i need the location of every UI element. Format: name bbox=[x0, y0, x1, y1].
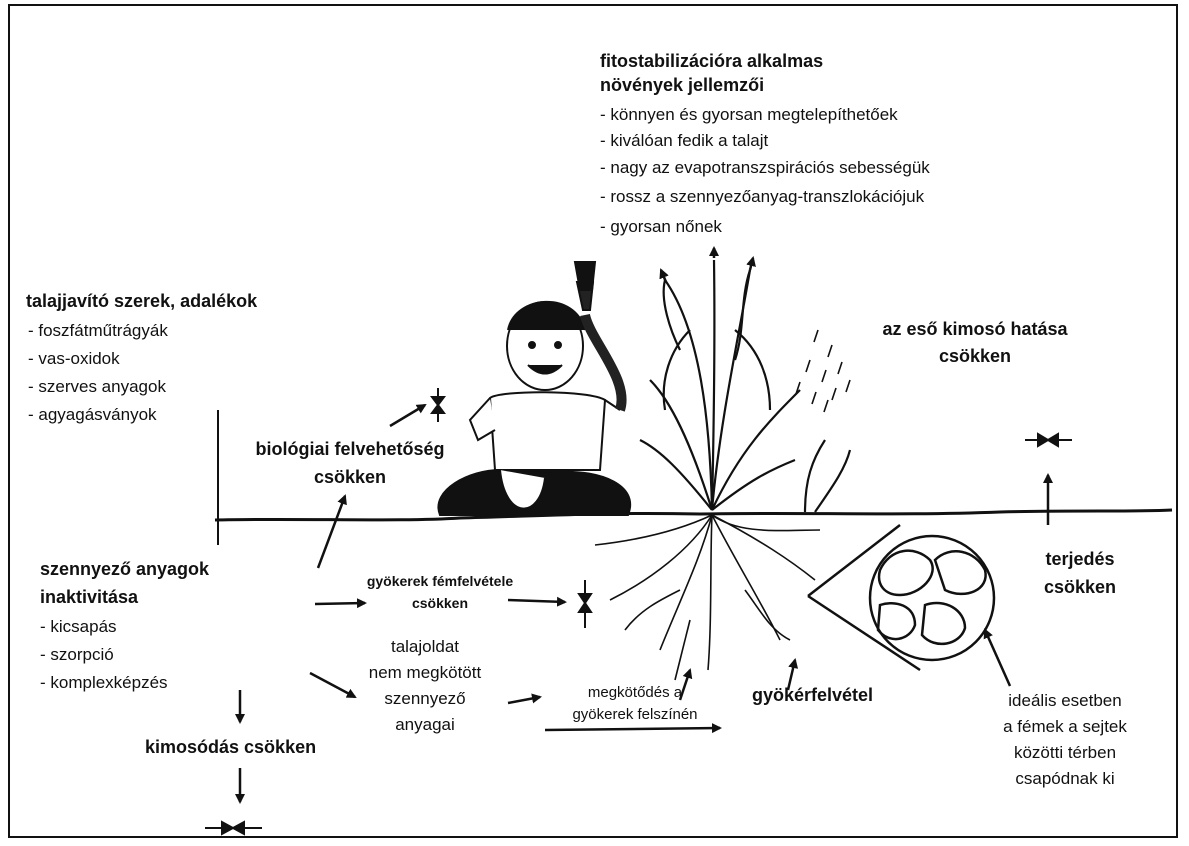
plant-traits-title-line1: fitostabilizációra alkalmas bbox=[600, 50, 823, 72]
soil-solution-line: szennyező bbox=[355, 688, 495, 710]
ideal-note-line: a fémek a sejtek bbox=[985, 716, 1145, 738]
soil-solution-line: nem megkötött bbox=[355, 662, 495, 684]
bioavailability-label-line1: biológiai felvehetőség bbox=[225, 438, 475, 460]
amendment-item: - foszfátműtrágyák bbox=[28, 320, 168, 342]
inactivation-item: - kicsapás bbox=[40, 616, 117, 638]
plant-trait-item: - nagy az evapotranszspirációs sebességü… bbox=[600, 157, 930, 179]
ideal-note-line: ideális esetben bbox=[985, 690, 1145, 712]
inactivation-title-line1: szennyező anyagok bbox=[40, 558, 209, 580]
spread-label-line2: csökken bbox=[1020, 576, 1140, 598]
root-surface-binding-line2: gyökerek felszínén bbox=[545, 704, 725, 726]
inactivation-item: - komplexképzés bbox=[40, 672, 168, 694]
plant-icon bbox=[640, 260, 850, 512]
amendments-title: talajjavító szerek, adalékok bbox=[26, 290, 257, 312]
plant-trait-item: - rossz a szennyezőanyag-transzlokációju… bbox=[600, 186, 924, 208]
root-metal-uptake-line2: csökken bbox=[325, 592, 555, 614]
root-metal-uptake-line1: gyökerek fémfelvétele bbox=[325, 570, 555, 592]
ideal-note-line: közötti térben bbox=[985, 742, 1145, 764]
amendment-item: - vas-oxidok bbox=[28, 348, 120, 370]
rain-lines bbox=[796, 330, 850, 412]
roots-icon bbox=[595, 515, 820, 680]
root-surface-binding-line1: megkötődés a bbox=[545, 682, 725, 704]
rain-label-line1: az eső kimosó hatása bbox=[855, 318, 1095, 340]
leaching-label: kimosódás csökken bbox=[145, 736, 316, 758]
amendment-item: - szerves anyagok bbox=[28, 376, 166, 398]
inactivation-item: - szorpció bbox=[40, 644, 114, 666]
amendment-item: - agyagásványok bbox=[28, 404, 157, 426]
plant-trait-item: - kiválóan fedik a talajt bbox=[600, 130, 768, 152]
magnified-cells-icon bbox=[808, 525, 994, 670]
plant-trait-item: - gyorsan nőnek bbox=[600, 216, 722, 238]
plant-trait-item: - könnyen és gyorsan megtelepíthetőek bbox=[600, 104, 898, 126]
rain-label-line2: csökken bbox=[855, 345, 1095, 367]
plant-traits-title-line2: növények jellemzői bbox=[600, 74, 764, 96]
spread-label-line1: terjedés bbox=[1020, 548, 1140, 570]
ideal-note-line: csapódnak ki bbox=[985, 768, 1145, 790]
inactivation-title-line2: inaktivitása bbox=[40, 586, 138, 608]
bioavailability-label-line2: csökken bbox=[225, 466, 475, 488]
soil-solution-line: anyagai bbox=[355, 714, 495, 736]
ground-line bbox=[215, 510, 1172, 520]
soil-solution-line: talajoldat bbox=[355, 636, 495, 658]
root-uptake-label: gyökérfelvétel bbox=[752, 684, 873, 706]
